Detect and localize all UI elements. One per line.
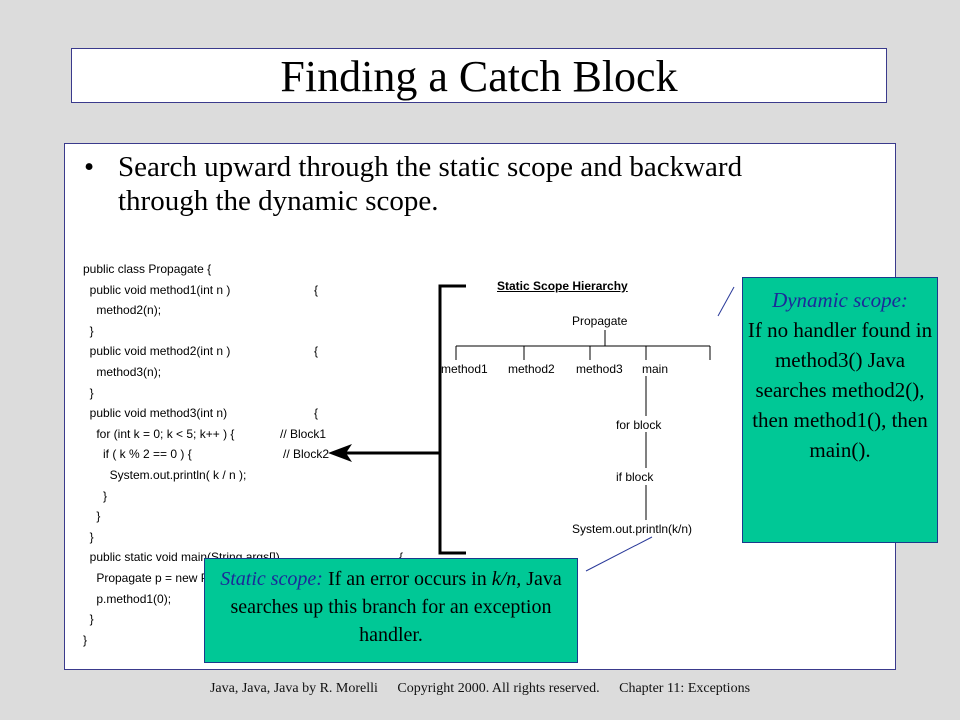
code-line-text: public void method3(int n) (83, 406, 228, 421)
code-line-text: p.method1(0); (83, 591, 172, 606)
code-line-text: } (83, 612, 94, 627)
code-line-text: } (83, 323, 94, 338)
code-line-text: } (83, 385, 94, 400)
dynamic-pointer-line (717, 286, 735, 317)
hierarchy-child-method3: method3 (576, 362, 623, 376)
code-line-text: public void method2(int n ) (83, 344, 231, 359)
code-line-text: public class Propagate { (83, 262, 212, 276)
hierarchy-title: Static Scope Hierarchy (497, 279, 628, 293)
code-line: public void method1(int n ) { (83, 282, 318, 297)
footer-copyright: Copyright 2000. All rights reserved. (397, 681, 600, 696)
code-line: public void method2(int n ) { (83, 344, 318, 359)
hierarchy-child-method2: method2 (508, 362, 555, 376)
hierarchy-root: Propagate (572, 314, 628, 328)
code-line: public void method3(int n) { (83, 406, 318, 421)
static-scope-heading: Static scope: (220, 568, 323, 590)
code-line: for (int k = 0; k < 5; k++ ) { // Block1 (83, 426, 326, 441)
dynamic-scope-heading: Dynamic scope: (772, 288, 908, 312)
code-line-text: method2(n); (83, 303, 162, 318)
footer-chapter: Chapter 11: Exceptions (619, 681, 751, 696)
hierarchy-child-method1: method1 (441, 362, 488, 376)
code-line-text: for (int k = 0; k < 5; k++ ) { (83, 426, 235, 441)
code-line-trailer: // Block1 (280, 426, 327, 441)
code-line-text: public void method1(int n ) (83, 282, 231, 297)
footer: Java, Java, Java by R. Morelli Copyright… (0, 681, 960, 697)
footer-book: Java, Java, Java by R. Morelli (209, 681, 378, 696)
code-line: } (83, 612, 94, 626)
code-line-trailer: { (399, 550, 403, 564)
code-line-text: } (83, 529, 94, 544)
code-line-text: System.out.println( k / n ); (83, 468, 247, 482)
code-line: if ( k % 2 == 0 ) { // Block2 (83, 447, 329, 462)
code-line: System.out.println( k / n ); (83, 468, 247, 482)
code-line-trailer: { (314, 406, 319, 421)
code-line-text: method3(n); (83, 365, 162, 379)
static-pointer-line (585, 536, 653, 572)
hierarchy-for-block: for block (616, 418, 662, 432)
title-box: Finding a Catch Block (71, 48, 887, 103)
bullet-marker: • (84, 151, 95, 183)
hierarchy-println: System.out.println(k/n) (572, 522, 693, 536)
dynamic-scope-body: If no handler found in method3() Java se… (747, 318, 933, 462)
code-line-trailer: { (314, 282, 319, 297)
code-line: method3(n); (83, 365, 161, 379)
code-line: } (83, 530, 94, 544)
static-scope-text-2: Java searches up this branch for an exce… (230, 568, 562, 646)
slide-title: Finding a Catch Block (280, 52, 678, 101)
static-scope-callout: Static scope: If an error occurs in k/n,… (204, 558, 578, 663)
code-line: } (83, 633, 87, 647)
scope-bracket (438, 284, 466, 555)
code-line-text: } (83, 488, 108, 503)
static-scope-text-1: If an error occurs in (322, 568, 492, 590)
code-line-text: } (83, 632, 88, 647)
code-line: p.method1(0); (83, 592, 171, 606)
code-line: } (83, 509, 100, 523)
code-line: method2(n); (83, 303, 161, 317)
arrow-head (328, 444, 352, 462)
hierarchy-child-main: main (642, 362, 669, 376)
code-line: } (83, 386, 94, 400)
dynamic-scope-callout: Dynamic scope: If no handler found in me… (742, 277, 938, 543)
code-line: public class Propagate { (83, 262, 211, 276)
hierarchy-if-block: if block (616, 470, 654, 484)
bullet-text: Search upward through the static scope a… (118, 151, 743, 217)
code-line: } (83, 324, 94, 338)
code-line-trailer: // Block2 (283, 447, 330, 462)
code-line-text: if ( k % 2 == 0 ) { (83, 447, 192, 462)
code-line-trailer: { (314, 344, 319, 359)
code-line: } (83, 489, 107, 503)
code-line-text: } (83, 509, 101, 524)
static-scope-kn: k/n, (491, 568, 522, 590)
